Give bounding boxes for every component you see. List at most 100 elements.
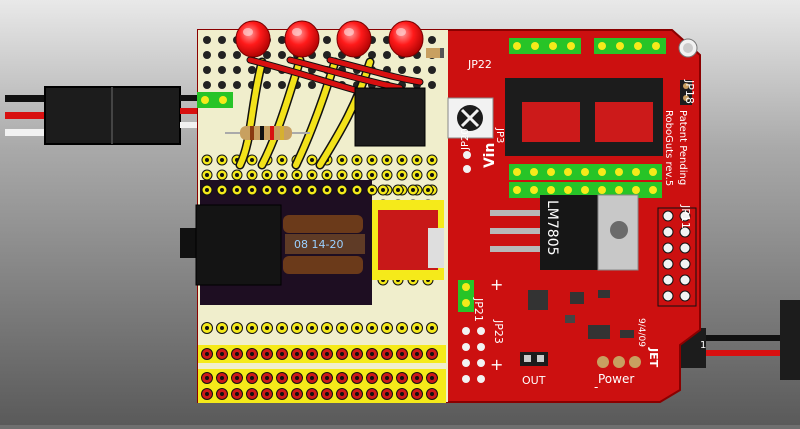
header-pin: [530, 168, 538, 176]
out-label: OUT: [522, 374, 546, 387]
header-pin: [549, 42, 557, 50]
header-pin: [662, 242, 674, 254]
header-pin: [679, 274, 691, 286]
patent-label: Patent Pending: [677, 110, 688, 186]
proto-pad: [218, 81, 226, 89]
vin-label: Vin: [482, 142, 498, 168]
proto-pad: [428, 66, 436, 74]
led-icon: [388, 20, 424, 58]
proto-pad: [218, 36, 226, 44]
green-header: [594, 38, 666, 54]
led-row: [235, 20, 424, 58]
proto-pad: [203, 81, 211, 89]
header-pin: [649, 168, 657, 176]
header-pin: [634, 42, 642, 50]
jp18-label: JP18: [683, 80, 696, 104]
header-pin: [662, 290, 674, 302]
jp23-header: [458, 322, 488, 387]
header-pin: [531, 42, 539, 50]
proto-pad: [263, 51, 271, 59]
jp11-header: [657, 207, 697, 307]
proto-pad: [383, 51, 391, 59]
jp18-header: [680, 80, 692, 105]
proto-pad: [203, 51, 211, 59]
led-icon: [235, 20, 271, 58]
green-headers: [197, 38, 666, 198]
header-pin: [679, 258, 691, 270]
header-pin: [679, 226, 691, 238]
power-label: Power: [598, 372, 635, 386]
regulator-label: LM7805: [544, 200, 560, 256]
jp11-label: JP11: [679, 205, 692, 229]
header-pin: [581, 186, 589, 194]
header-pin: [547, 168, 555, 176]
potentiometer-icon: [447, 97, 494, 139]
proto-pad: [413, 66, 421, 74]
header-pin: [679, 290, 691, 302]
resistor-icon: [225, 126, 310, 140]
jp3-label: JP3: [494, 128, 505, 144]
header-pin: [219, 96, 227, 104]
jp21-label: JP21: [472, 298, 485, 322]
header-pin: [649, 186, 657, 194]
jp11-body: [657, 207, 697, 307]
wire-connector: [354, 87, 426, 147]
header-pin: [632, 186, 640, 194]
header-pin: [530, 186, 538, 194]
led-icon: [336, 20, 372, 58]
pin1-label: 1: [700, 340, 707, 351]
plus-label-2: +: [490, 355, 504, 374]
proto-pad: [233, 51, 241, 59]
plus-label-1: +: [490, 275, 504, 294]
green-header: [509, 38, 581, 54]
header-pin: [616, 42, 624, 50]
header-pin: [581, 168, 589, 176]
proto-pad: [323, 36, 331, 44]
proto-pad: [203, 36, 211, 44]
header-pin: [679, 210, 691, 222]
proto-pad: [218, 51, 226, 59]
header-pin: [615, 186, 623, 194]
jp22-label: JP22: [468, 58, 492, 71]
header-pin: [547, 186, 555, 194]
header-pin: [652, 42, 660, 50]
capacitor-icon: [283, 215, 365, 274]
date-label: 9/4/09: [636, 318, 646, 347]
header-pin: [564, 186, 572, 194]
header-pin: [513, 186, 521, 194]
proto-pad: [278, 36, 286, 44]
header-pin: [567, 42, 575, 50]
proto-pad: [428, 81, 436, 89]
header-pin: [615, 168, 623, 176]
header-pin: [662, 274, 674, 286]
brand-label: JET: [647, 348, 660, 368]
proto-pad: [233, 81, 241, 89]
proto-pad: [203, 66, 211, 74]
header-pin: [679, 242, 691, 254]
proto-pad: [248, 66, 256, 74]
header-pin: [662, 210, 674, 222]
header-pin: [662, 258, 674, 270]
jp20-label: JP20: [460, 128, 471, 150]
header-pin: [513, 168, 521, 176]
audio-jack-icon: [180, 204, 282, 286]
led-icon: [284, 20, 320, 58]
green-header: [197, 92, 233, 108]
proto-pad: [308, 81, 316, 89]
model-label: RoboGuts rev.5: [663, 110, 674, 187]
header-pin: [598, 168, 606, 176]
proto-pad: [368, 51, 376, 59]
yellow-header-rows: [198, 184, 446, 403]
socket-mid: [372, 200, 444, 280]
header-pin: [662, 226, 674, 238]
smd-parts: [520, 290, 641, 368]
jp21-header: [458, 280, 474, 312]
proto-pad: [263, 81, 271, 89]
header-pin: [513, 42, 521, 50]
capacitor-label: 08 14-20: [294, 238, 344, 251]
header-pin: [564, 168, 572, 176]
jp20-header: [460, 148, 474, 176]
header-pin: [201, 96, 209, 104]
